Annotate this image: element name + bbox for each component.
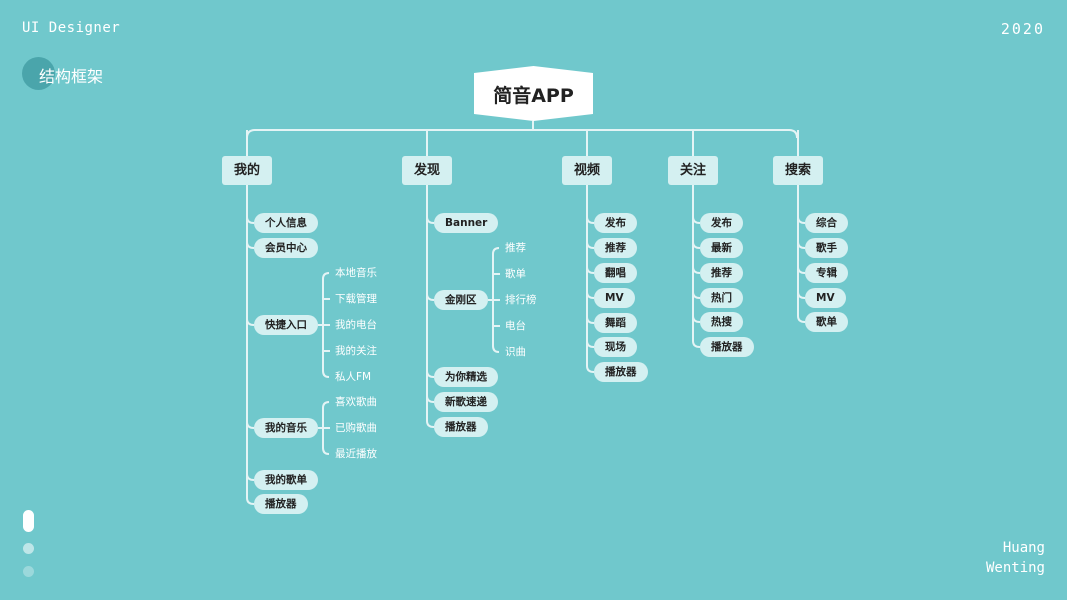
branch-line — [692, 291, 701, 299]
child-node[interactable]: 发布 — [700, 213, 743, 233]
branch-line — [246, 497, 255, 505]
branch-line — [692, 266, 701, 274]
child-node[interactable]: 为你精选 — [434, 367, 498, 387]
section-title: 结构框架 — [39, 67, 104, 86]
child-node[interactable]: MV — [805, 288, 846, 308]
page-indicator-active[interactable] — [23, 510, 34, 532]
child-node[interactable]: 发布 — [594, 213, 637, 233]
child-node[interactable]: 播放器 — [594, 362, 648, 382]
child-node[interactable]: Banner — [434, 213, 499, 233]
top-bar — [246, 129, 798, 139]
root-node: 简音APP — [474, 66, 593, 121]
leaf-node[interactable]: 最近播放 — [335, 448, 377, 460]
branch-line — [692, 216, 701, 224]
section-node-4[interactable]: 搜索 — [773, 156, 823, 185]
child-node[interactable]: 歌手 — [805, 238, 848, 258]
year-label: 2020 — [1000, 20, 1045, 38]
branch-line — [692, 241, 701, 249]
child-node[interactable]: 个人信息 — [254, 213, 318, 233]
branch-line — [586, 291, 595, 299]
branch-line — [692, 340, 701, 348]
leaf-node[interactable]: 电台 — [505, 320, 526, 332]
page-indicator[interactable] — [23, 543, 34, 554]
branch-line — [797, 291, 806, 299]
leaf-node[interactable]: 识曲 — [505, 346, 526, 358]
leaf-node[interactable]: 歌单 — [505, 268, 526, 280]
leaf-node[interactable]: 本地音乐 — [335, 267, 377, 279]
leaf-node[interactable]: 我的关注 — [335, 345, 377, 357]
branch-line — [246, 421, 255, 429]
child-node[interactable]: MV — [594, 288, 635, 308]
child-node[interactable]: 播放器 — [434, 417, 488, 437]
branch-line — [797, 241, 806, 249]
branch-line — [426, 420, 435, 428]
branch-line — [246, 318, 255, 326]
child-node[interactable]: 播放器 — [254, 494, 308, 514]
branch-line — [426, 370, 435, 378]
child-node[interactable]: 推荐 — [700, 263, 743, 283]
author-first: Huang — [1002, 540, 1045, 556]
leaf-node[interactable]: 推荐 — [505, 242, 526, 254]
section-node-3[interactable]: 关注 — [668, 156, 718, 185]
section-node-0[interactable]: 我的 — [222, 156, 272, 185]
branch-line — [586, 365, 595, 373]
branch-line — [426, 293, 435, 301]
branch-line — [586, 241, 595, 249]
branch-line — [246, 241, 255, 249]
section-node-1[interactable]: 发现 — [402, 156, 452, 185]
child-node[interactable]: 专辑 — [805, 263, 848, 283]
leaf-node[interactable]: 私人FM — [335, 371, 372, 383]
child-node[interactable]: 金刚区 — [434, 290, 488, 310]
branch-line — [586, 266, 595, 274]
leaf-node[interactable]: 我的电台 — [335, 319, 377, 331]
branch-line — [797, 216, 806, 224]
leaf-node[interactable]: 已购歌曲 — [335, 422, 377, 434]
page-indicator[interactable] — [23, 566, 34, 577]
child-node[interactable]: 会员中心 — [254, 238, 318, 258]
leaf-node[interactable]: 排行榜 — [505, 294, 537, 306]
branch-line — [246, 473, 255, 481]
author-name: Huang Wenting — [986, 538, 1045, 578]
section-node-2[interactable]: 视频 — [562, 156, 612, 185]
child-node[interactable]: 最新 — [700, 238, 743, 258]
author-last: Wenting — [985, 560, 1045, 576]
brand-label: UI Designer — [22, 20, 121, 36]
child-node[interactable]: 我的歌单 — [254, 470, 318, 490]
branch-line — [692, 315, 701, 323]
leaf-node[interactable]: 下载管理 — [335, 293, 377, 305]
child-node[interactable]: 新歌速递 — [434, 392, 498, 412]
child-node[interactable]: 快捷入口 — [254, 315, 318, 335]
section-circle-decoration — [22, 57, 55, 90]
leaf-node[interactable]: 喜欢歌曲 — [335, 396, 377, 408]
root-label: 简音APP — [493, 85, 574, 107]
child-node[interactable]: 我的音乐 — [254, 418, 318, 438]
child-node[interactable]: 热门 — [700, 288, 743, 308]
child-node[interactable]: 现场 — [594, 337, 637, 357]
branch-line — [797, 315, 806, 323]
child-node[interactable]: 翻唱 — [594, 263, 637, 283]
branch-line — [426, 395, 435, 403]
branch-line — [586, 216, 595, 224]
branch-line — [586, 340, 595, 348]
child-node[interactable]: 综合 — [805, 213, 848, 233]
branch-line — [426, 216, 435, 224]
child-node[interactable]: 热搜 — [700, 312, 743, 332]
child-node[interactable]: 歌单 — [805, 312, 848, 332]
child-node[interactable]: 舞蹈 — [594, 313, 637, 333]
branch-line — [246, 216, 255, 224]
child-node[interactable]: 推荐 — [594, 238, 637, 258]
branch-line — [586, 316, 595, 324]
branch-line — [797, 266, 806, 274]
child-node[interactable]: 播放器 — [700, 337, 754, 357]
